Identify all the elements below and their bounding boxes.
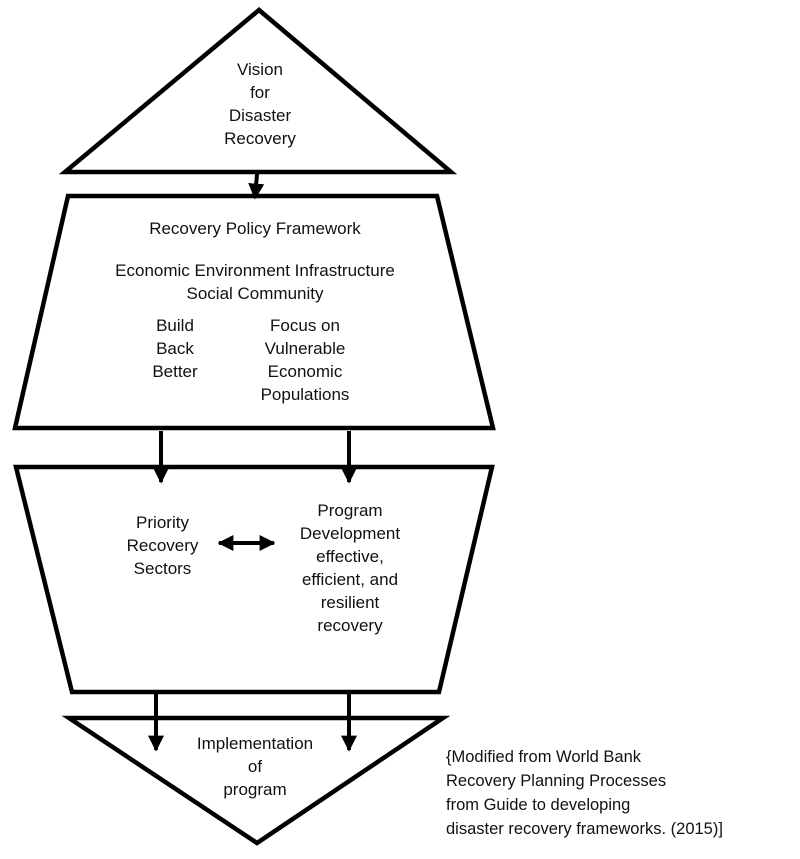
vision-line: for <box>250 83 270 102</box>
vision-label: Vision for Disaster Recovery <box>200 58 320 150</box>
vision-line: Disaster <box>228 106 292 125</box>
arrow-vision-to-framework <box>248 173 265 200</box>
vision-line: Recovery <box>224 129 296 148</box>
focus-vulnerable-label: Focus on Vulnerable Economic Populations <box>260 316 350 404</box>
policy-framework-trapezoid <box>12 193 496 431</box>
source-caption: {Modified from World Bank Recovery Plann… <box>446 745 723 841</box>
framework-categories: Economic Environment Infrastructure Soci… <box>40 259 470 305</box>
build-back-better-label: Build Back Better <box>152 316 198 381</box>
caption-line: {Modified from World Bank <box>446 748 642 766</box>
framework-title: Recovery Policy Framework <box>149 219 361 238</box>
caption-line: Recovery Planning Processes <box>446 772 667 790</box>
vision-triangle <box>58 7 458 175</box>
caption-line: disaster recovery frameworks. (2015)] <box>446 820 723 838</box>
caption-line: from Guide to developing <box>446 796 631 814</box>
implementation-label: Implementation of program <box>196 734 314 799</box>
vision-line: Vision <box>237 60 283 79</box>
program-trapezoid <box>13 464 495 695</box>
category-line: Social Community <box>186 284 324 303</box>
priority-sectors-label: Priority Recovery Sectors <box>126 513 199 578</box>
program-development-label: Program Development effective, efficient… <box>299 501 401 635</box>
category-line: Economic Environment Infrastructure <box>115 261 395 280</box>
